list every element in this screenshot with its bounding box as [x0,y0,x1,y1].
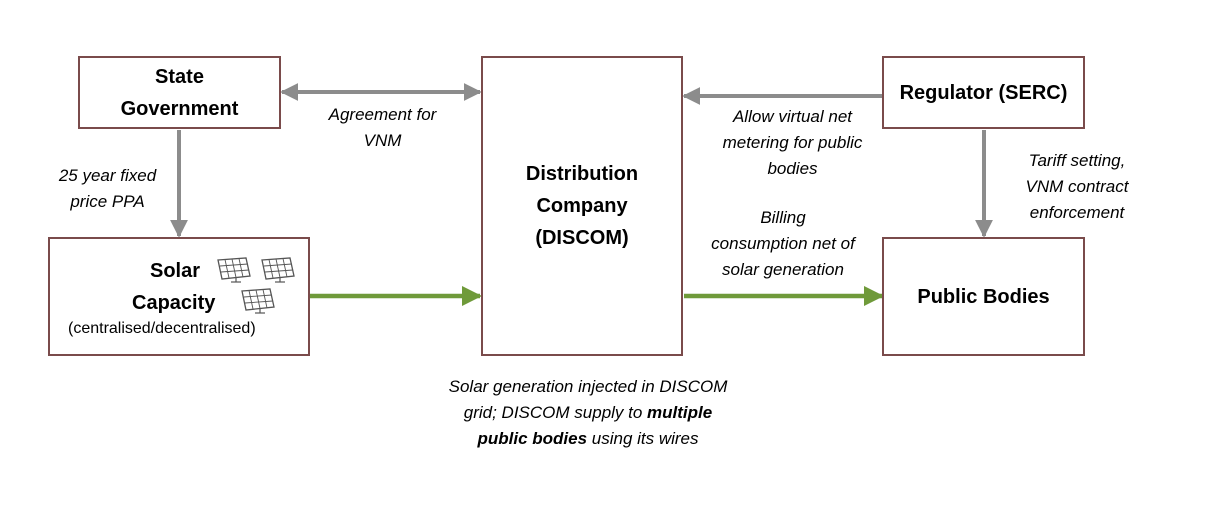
discom-line1: Distribution [525,163,639,185]
label-tariff-line3: enforcement [1029,203,1125,222]
label-allow-vnm-line3: bodies [767,159,818,178]
label-agreement-line2: VNM [363,131,402,150]
solar-capacity-line2: Capacity [132,292,216,314]
label-allow-vnm-line2: metering for public [722,133,863,152]
bottom-note-line3: public bodies using its wires [410,426,766,452]
bottom-note-line1: Solar generation injected in DISCOM [448,377,728,396]
label-agreement: Agreement for VNM [300,102,465,154]
bottom-note-line3-a: public bodies [477,429,588,448]
bottom-note-line2: grid; DISCOM supply to multiple [410,400,766,426]
public-bodies-box: Public Bodies [882,237,1085,356]
solar-panel-icon [261,257,295,283]
solar-capacity-box: Solar Capacity (centralised/decentralise… [48,237,310,356]
bottom-note-line2-a: grid; DISCOM supply to [463,403,648,422]
label-billing-line1: Billing [760,208,806,227]
label-allow-vnm: Allow virtual net metering for public bo… [700,104,885,182]
discom-box: Distribution Company (DISCOM) [481,56,683,356]
label-ppa: 25 year fixed price PPA [30,163,185,215]
discom-line3: (DISCOM) [535,227,629,249]
label-billing-line3: solar generation [722,260,844,279]
solar-panel-icon [217,257,251,283]
discom-line2: Company [536,195,628,217]
label-agreement-line1: Agreement for [328,105,437,124]
label-allow-vnm-line1: Allow virtual net [732,107,853,126]
bottom-note-line3-b: using its wires [587,429,699,448]
regulator-title: Regulator (SERC) [899,81,1068,104]
label-billing: Billing consumption net of solar generat… [692,205,874,283]
solar-panel-icon [241,288,275,314]
label-ppa-line2: price PPA [70,192,145,211]
state-government-line2: Government [120,97,239,120]
label-tariff-line1: Tariff setting, [1028,151,1126,170]
label-tariff-line2: VNM contract [1025,177,1129,196]
public-bodies-title: Public Bodies [917,285,1050,308]
state-government-line1: State [155,65,204,88]
solar-capacity-line1: Solar [150,260,201,282]
label-ppa-line1: 25 year fixed [58,166,157,185]
solar-capacity-sub: (centralised/decentralised) [68,320,256,337]
label-billing-line2: consumption net of [711,234,855,253]
label-tariff: Tariff setting, VNM contract enforcement [1002,148,1152,226]
bottom-note-line2-b: multiple [647,403,713,422]
state-government-box: State Government [78,56,281,129]
regulator-box: Regulator (SERC) [882,56,1085,129]
label-bottom-note: Solar generation injected in DISCOM grid… [410,374,766,452]
